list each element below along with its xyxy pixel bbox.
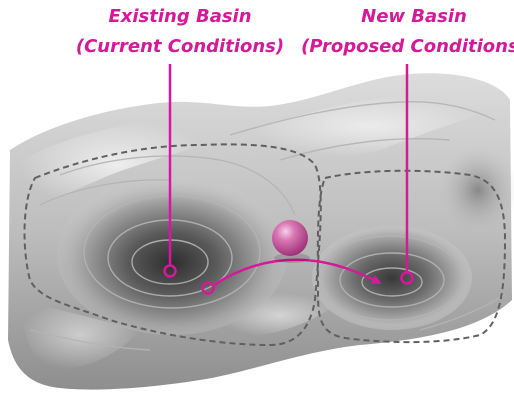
right-terrain-depression [438,145,514,235]
existing-basin-label: Existing Basin (Current Conditions) [60,2,300,62]
new-basin-depression [312,226,472,330]
new-basin-title: New Basin [361,6,467,27]
ridge-highlight [20,119,215,210]
new-basin-marker [400,271,414,285]
existing-basin-subtitle: (Current Conditions) [75,36,285,57]
existing-basin-marker [163,264,177,278]
existing-basin-title: Existing Basin [108,6,252,27]
ball-icon [272,220,308,256]
arrow-start-marker [201,281,215,295]
transfer-arrow [213,258,382,287]
ball-shadow [274,253,310,263]
ridge-highlight [20,300,140,371]
new-basin-boundary [316,169,507,344]
new-basin-label: New Basin (Proposed Conditions) [298,2,514,62]
existing-basin-depression [57,175,287,335]
ridge-highlight [250,95,490,158]
new-basin-subtitle: (Proposed Conditions) [301,36,514,57]
